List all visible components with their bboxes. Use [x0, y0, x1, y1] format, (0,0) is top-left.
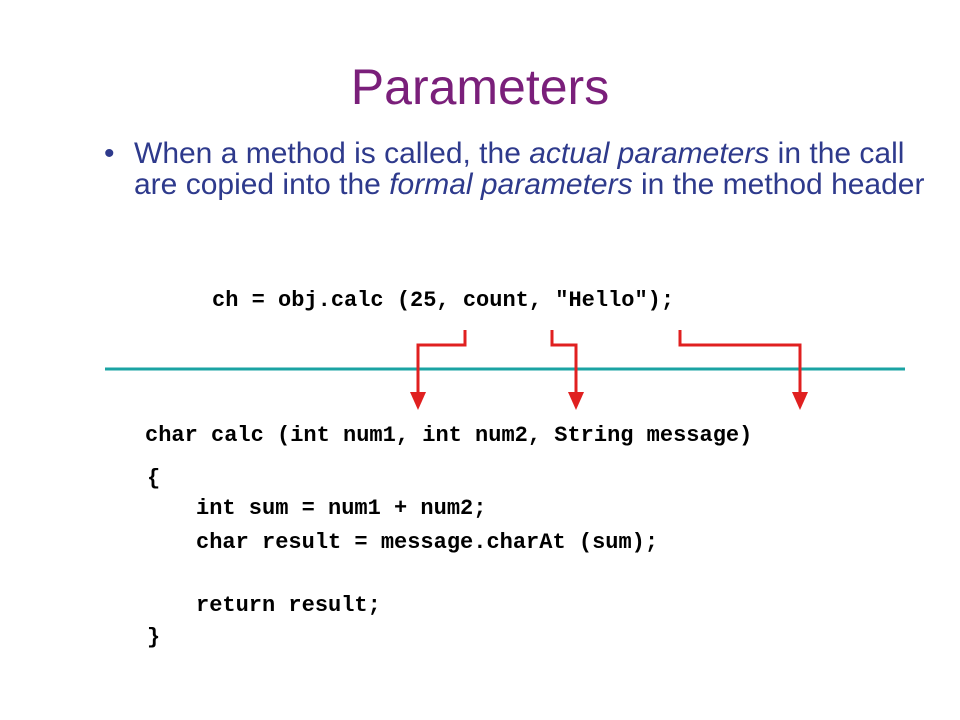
method-body-line: return result;	[196, 593, 381, 618]
bullet-text-part-2: in the call are copied into the	[134, 137, 905, 201]
bullet-text-part-3: in the method header	[632, 168, 925, 201]
arrow-25-to-num1	[416, 330, 467, 394]
method-body-line: int sum = num1 + num2;	[196, 496, 487, 521]
method-header-code: char calc (int num1, int num2, String me…	[145, 423, 753, 448]
arrow-count-to-num2	[550, 330, 578, 394]
open-brace: {	[147, 466, 161, 491]
arrowhead-num2	[568, 392, 584, 410]
arrowhead-num1	[410, 392, 426, 410]
arrow-hello-to-message	[678, 330, 802, 394]
formal-parameters-term: formal parameters	[389, 168, 633, 201]
method-body-line: char result = message.charAt (sum);	[196, 530, 659, 555]
bullet-text: When a method is called, the actual para…	[134, 138, 934, 200]
slide-title: Parameters	[350, 59, 610, 115]
actual-parameters-term: actual parameters	[529, 137, 770, 170]
bullet-symbol: •	[104, 137, 115, 170]
bullet-text-part-1: When a method is called, the	[134, 137, 530, 170]
method-call-code: ch = obj.calc (25, count, "Hello");	[212, 288, 675, 313]
arrowhead-message	[792, 392, 808, 410]
close-brace: }	[147, 625, 161, 650]
